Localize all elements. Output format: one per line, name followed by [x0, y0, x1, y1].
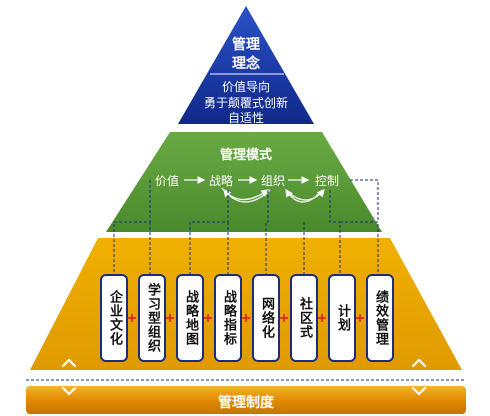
top-tier-title-line1: 管理: [232, 37, 260, 53]
middle-tier-trapezoid: [106, 132, 382, 232]
box-community: 社区式: [290, 274, 318, 362]
box-networked: 网络化: [252, 274, 280, 362]
base-label: 管理制度: [218, 395, 274, 411]
box-planning: 计划: [328, 274, 356, 362]
top-tier-title-line2: 理念: [232, 56, 260, 72]
box-performance-management: 绩效管理: [366, 274, 394, 362]
base-bar: [26, 386, 466, 414]
bottom-tier-trapezoid: [30, 238, 462, 370]
flow-item-value: 价值: [154, 174, 179, 188]
flow-item-control: 控制: [314, 174, 339, 188]
flow-arrows: [184, 176, 325, 203]
top-tier-triangle: [178, 6, 314, 124]
box-corporate-culture: 企业文化: [100, 274, 128, 362]
plus-signs: [128, 314, 364, 322]
chevron-up-icon: [411, 358, 427, 368]
chevron-down-icon: [411, 386, 427, 396]
flow-item-strategy: 战略: [208, 174, 233, 188]
middle-tier-title: 管理模式: [219, 148, 272, 163]
chevron-icons: [61, 358, 427, 396]
top-tier-item: 价值导向: [221, 80, 270, 94]
chevron-down-icon: [61, 386, 77, 396]
flow-item-organization: 组织: [260, 174, 285, 188]
chevron-up-icon: [61, 358, 77, 368]
box-strategy-indicators: 战略指标: [214, 274, 242, 362]
top-tier-item: 自适性: [227, 111, 264, 125]
dashed-connectors: [113, 179, 379, 274]
box-learning-organization: 学习型组织: [138, 274, 166, 362]
box-strategy-map: 战略地图: [176, 274, 204, 362]
top-tier-item: 勇于颠覆式创新: [203, 96, 288, 110]
